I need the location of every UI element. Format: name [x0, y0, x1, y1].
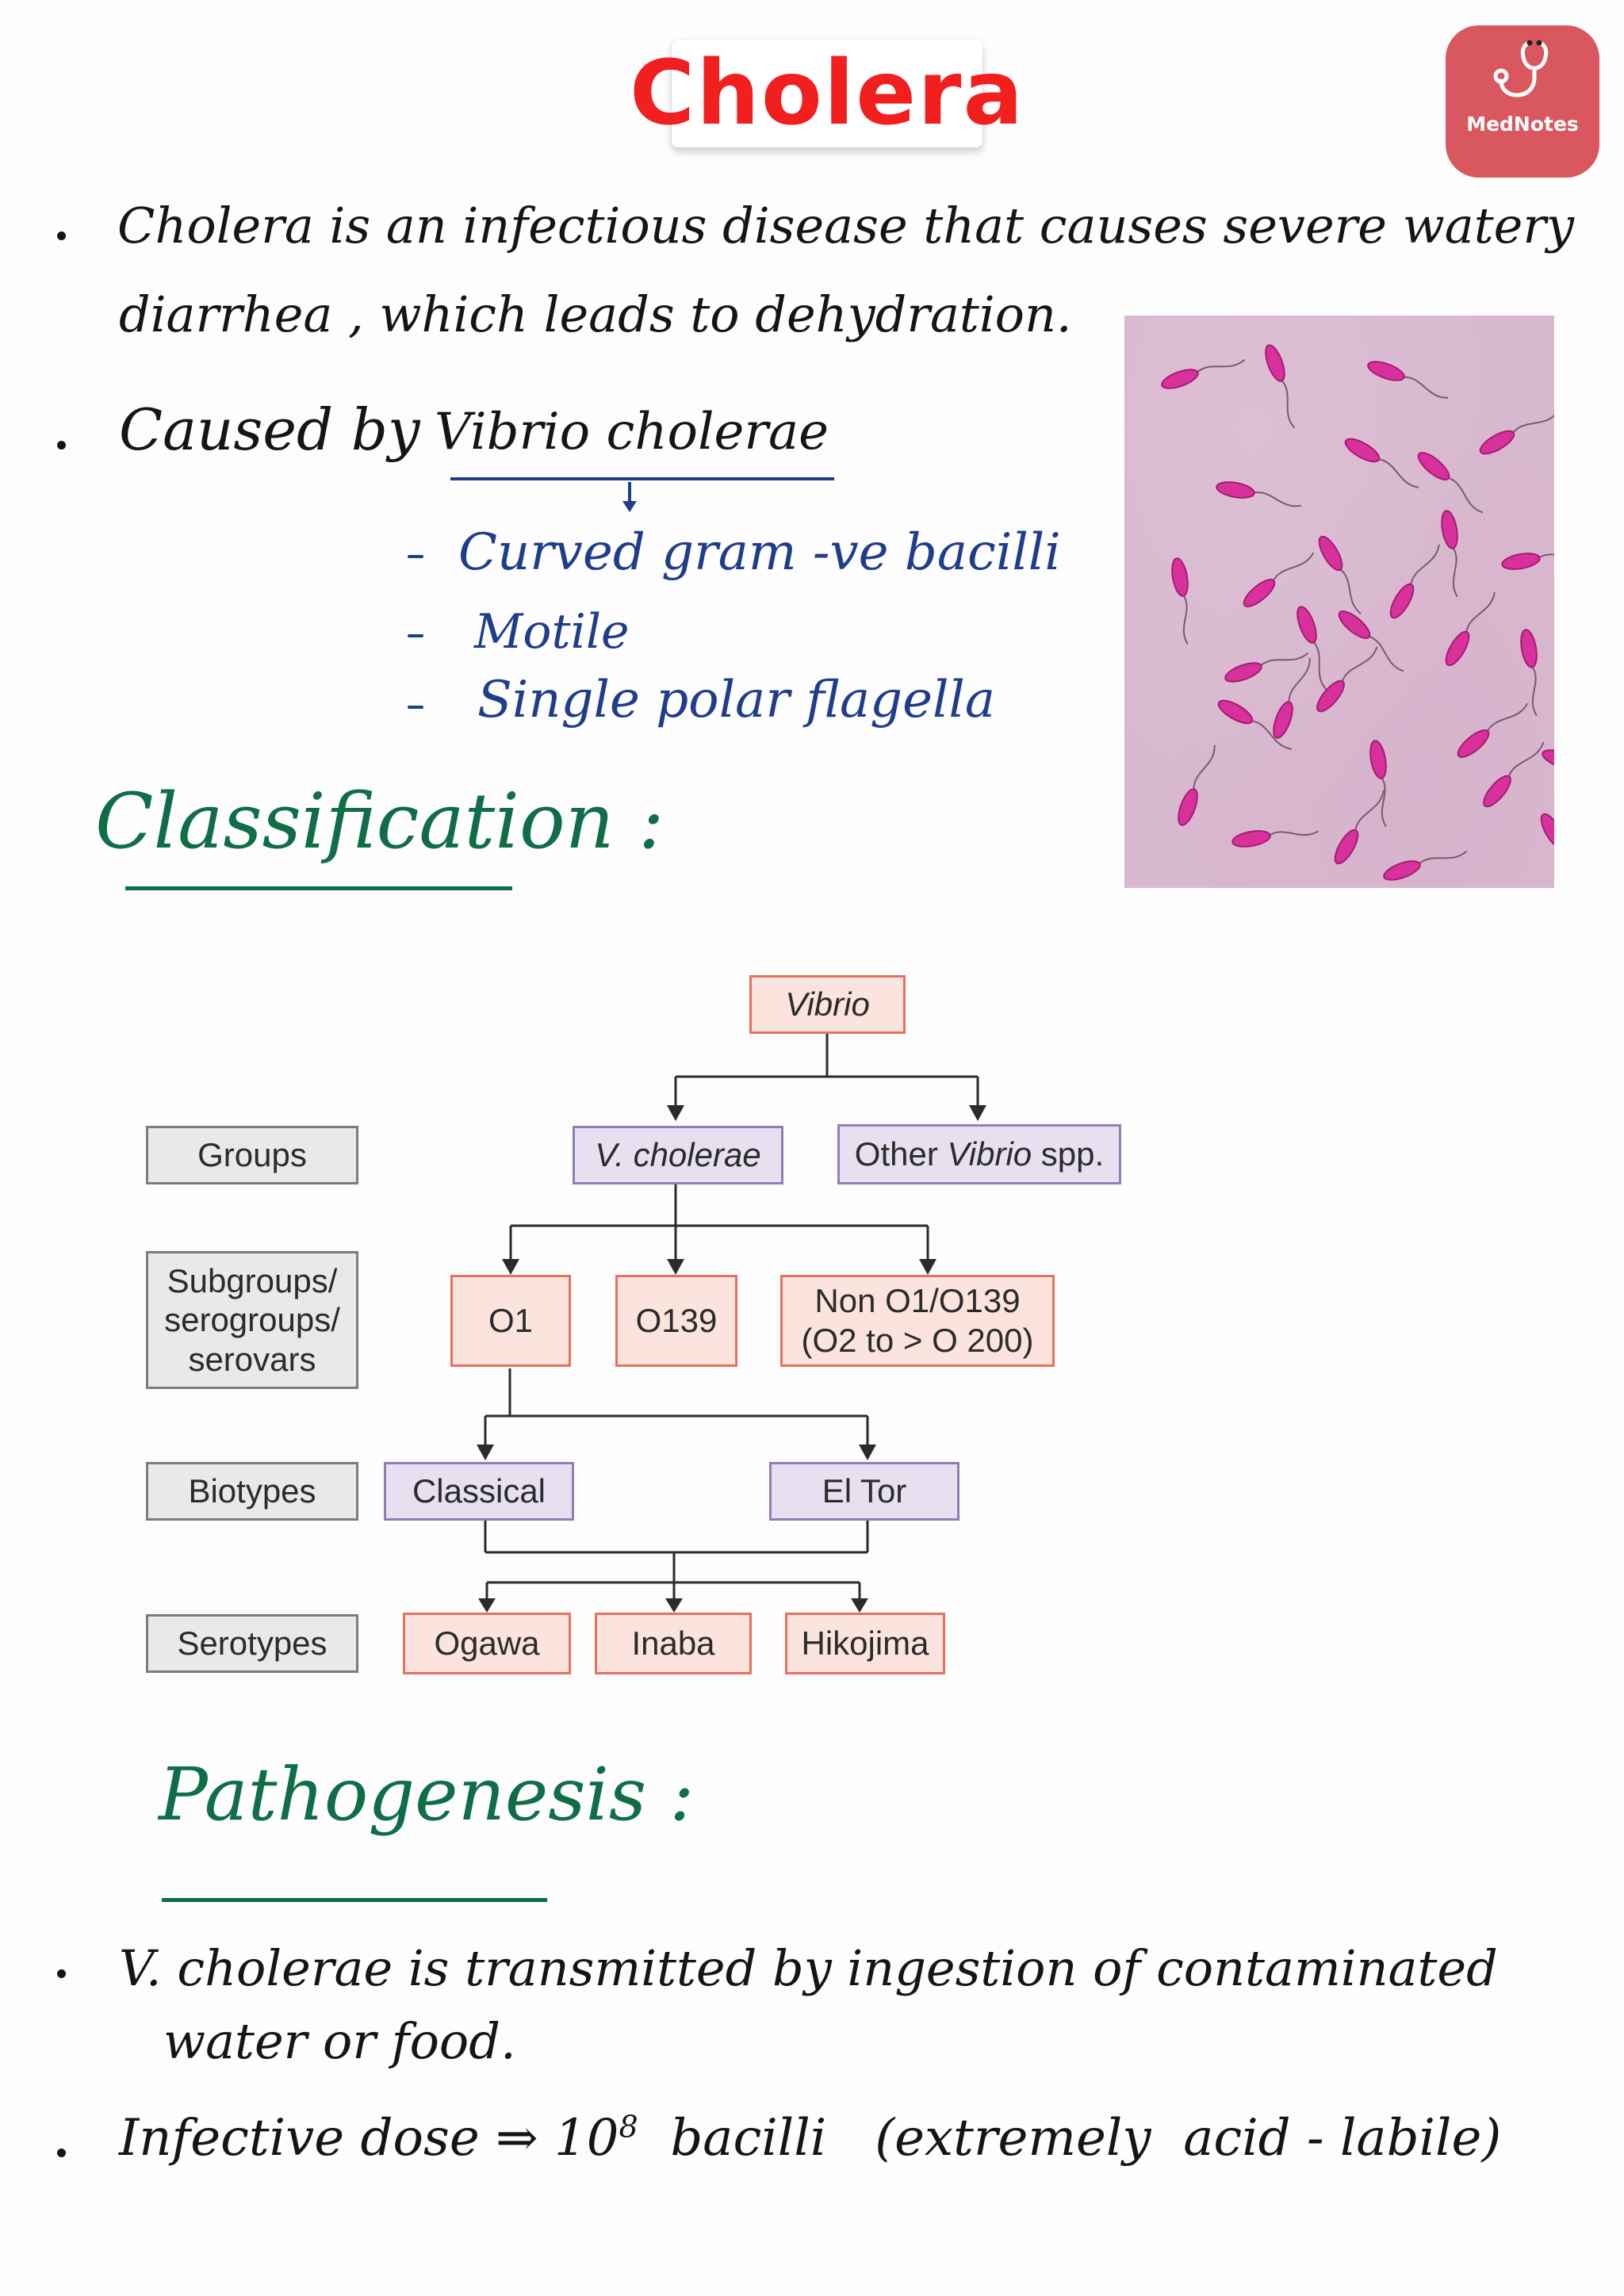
feature-item: Single polar flagella	[477, 671, 996, 729]
bacterium-cell	[1297, 606, 1327, 691]
stethoscope-icon	[1493, 40, 1549, 98]
vibrio-micrograph	[1124, 316, 1623, 892]
intro-text-line2: diarrhea , which leads to dehydration.	[119, 285, 1072, 343]
bacterium-cell	[1369, 740, 1387, 828]
bacterium-cell	[1216, 481, 1302, 507]
row-label-biotypes: Biotypes	[146, 1462, 358, 1521]
node-other-suffix: spp.	[1032, 1135, 1105, 1173]
pathogenesis-heading: Pathogenesis :	[159, 1752, 695, 1837]
node-vibrio: Vibrio	[749, 975, 906, 1034]
arrow-stem	[628, 482, 631, 507]
bullet-dot	[57, 1969, 66, 1978]
bacterium-cell	[1367, 361, 1449, 399]
row-label-serotypes: Serotypes	[146, 1614, 358, 1673]
bacterium-cell	[1231, 830, 1320, 848]
classification-heading: Classification :	[95, 777, 665, 866]
bullet-dot	[57, 441, 66, 450]
feature-item: Curved gram -ve bacilli	[458, 523, 1061, 582]
bacterium-cell	[1520, 629, 1538, 717]
infective-dose-text: Infective dose ⇒ 108 bacilli (extremely …	[119, 2109, 1501, 2168]
bacterium-cell	[1334, 790, 1385, 865]
bacterium-cell	[1338, 610, 1404, 672]
node-v-cholerae: V. cholerae	[573, 1126, 783, 1184]
dash	[408, 634, 423, 637]
dose-prefix: Infective dose ⇒ 10	[119, 2109, 619, 2168]
transmission-text-line2: water or food.	[163, 2012, 516, 2070]
node-other-prefix: Other	[854, 1135, 948, 1173]
mednotes-logo: MedNotes	[1446, 25, 1599, 178]
bacterium-cell	[1479, 411, 1558, 455]
bacterium-cell	[1417, 452, 1484, 514]
title-card: Cholera	[630, 40, 1023, 147]
node-inaba: Inaba	[595, 1613, 752, 1674]
bacterium-cell	[1445, 591, 1496, 667]
row-label-subgroups: Subgroups/ serogroups/ serovars	[146, 1251, 358, 1389]
logo-label: MedNotes	[1466, 113, 1579, 136]
caused-by-label: Caused by	[119, 396, 420, 463]
feature-item: Motile	[474, 604, 630, 660]
pathogenesis-underline	[162, 1898, 547, 1902]
node-hikojima: Hikojima	[785, 1613, 945, 1674]
dash	[408, 555, 423, 558]
organism-underline	[450, 477, 834, 480]
transmission-text-line1: V. cholerae is transmitted by ingestion …	[119, 1939, 1498, 1997]
bacterium-cell	[1161, 358, 1246, 389]
classification-connectors	[477, 1034, 986, 1613]
bacterium-cell	[1273, 657, 1311, 739]
bacterium-cell	[1344, 438, 1419, 488]
bacterium-cell	[1171, 557, 1189, 645]
bacterium-cell	[1178, 744, 1216, 826]
bacterium-cell	[1265, 344, 1296, 429]
dash	[408, 706, 423, 709]
bullet-dot	[57, 232, 66, 240]
node-o1: O1	[450, 1275, 571, 1367]
page-title: Cholera	[629, 42, 1025, 145]
node-other-genus: Vibrio	[947, 1135, 1032, 1173]
bacterium-cell	[1224, 652, 1309, 683]
bacteria-illustration	[1161, 344, 1623, 892]
node-el-tor: El Tor	[769, 1462, 959, 1521]
node-o139: O139	[615, 1275, 737, 1367]
bacterium-cell	[1217, 699, 1293, 750]
dose-exponent: 8	[619, 2109, 638, 2145]
intro-text-line1: Cholera is an infectious disease that ca…	[117, 197, 1574, 254]
organism-name: Vibrio cholerae	[435, 403, 829, 461]
node-ogawa: Ogawa	[403, 1613, 571, 1674]
bacterium-cell	[1457, 702, 1529, 758]
classification-underline	[125, 886, 512, 890]
node-other-vibrio: Other Vibrio spp.	[837, 1124, 1121, 1184]
bacterium-cell	[1483, 741, 1545, 808]
bacterium-cell	[1316, 646, 1378, 713]
bullet-dot	[57, 2149, 66, 2157]
arrow-down-icon	[622, 501, 637, 512]
bacterium-cell	[1383, 850, 1468, 881]
node-classical: Classical	[384, 1462, 574, 1521]
dose-suffix: bacilli (extremely acid - labile)	[638, 2109, 1502, 2168]
node-non-o1-o139: Non O1/O139 (O2 to > O 200)	[780, 1275, 1055, 1367]
bacterium-cell	[1318, 535, 1362, 614]
bacterium-cell	[1389, 544, 1440, 619]
row-label-groups: Groups	[146, 1126, 358, 1184]
bacterium-cell	[1243, 552, 1315, 607]
bacterium-cell	[1441, 510, 1458, 598]
